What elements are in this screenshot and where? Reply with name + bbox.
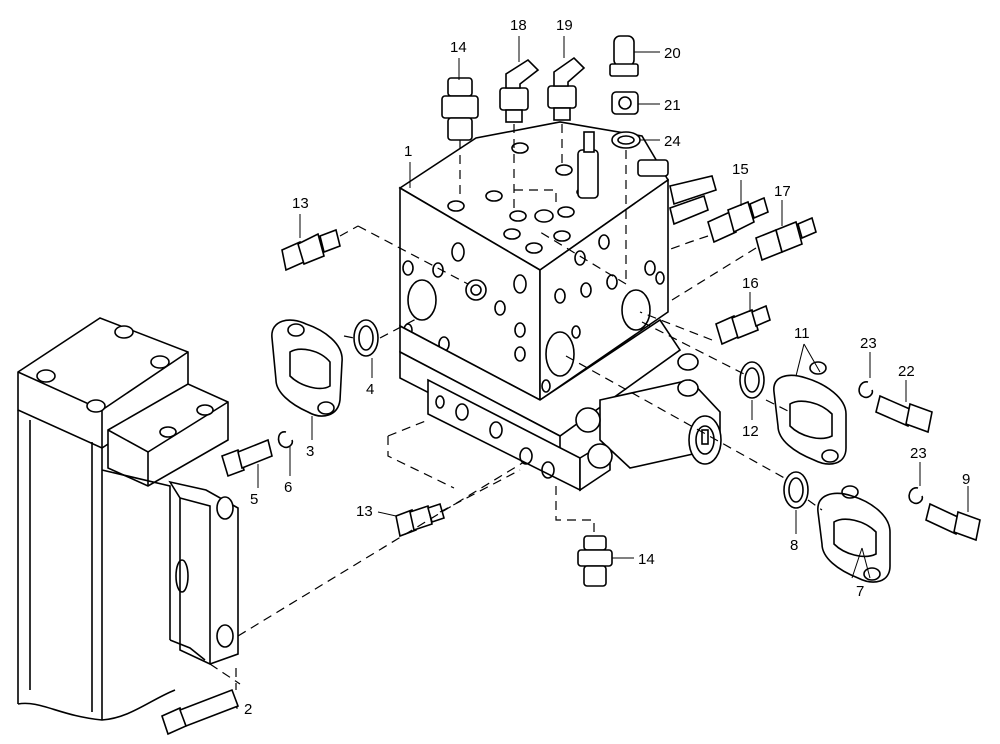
callout-4: 4 bbox=[366, 381, 374, 398]
callout-19: 19 bbox=[556, 17, 573, 34]
callout-17: 17 bbox=[774, 183, 791, 200]
bolt-2 bbox=[161, 688, 240, 736]
flange-clamp-3 bbox=[271, 319, 343, 417]
fitting-14-bottom bbox=[577, 535, 613, 587]
flange-clamp-11 bbox=[773, 361, 847, 465]
callout-16: 16 bbox=[742, 275, 759, 292]
flange-clamp-7 bbox=[817, 485, 891, 583]
fitting-15 bbox=[707, 196, 769, 244]
fitting-16 bbox=[715, 304, 771, 346]
fitting-13-bottom bbox=[395, 502, 445, 538]
o-ring-12 bbox=[739, 361, 765, 399]
assembly-lines bbox=[209, 124, 823, 690]
elbow-fitting-19 bbox=[547, 56, 586, 121]
mounting-bracket bbox=[17, 317, 239, 721]
o-ring-4 bbox=[353, 319, 379, 357]
callout-11: 11 bbox=[794, 325, 810, 342]
callout-9: 9 bbox=[962, 471, 970, 488]
washer-23-top bbox=[858, 381, 874, 399]
callout-1: 1 bbox=[404, 143, 412, 160]
elbow-fitting-18 bbox=[499, 58, 540, 123]
callout-21: 21 bbox=[664, 97, 681, 114]
callout-2: 2 bbox=[244, 701, 252, 718]
valve-block bbox=[398, 121, 722, 492]
callout-13-bottom: 13 bbox=[356, 503, 373, 520]
bolt-5 bbox=[221, 438, 273, 478]
seal-ring-24 bbox=[611, 131, 641, 149]
fitting-13-top bbox=[281, 228, 341, 272]
bolt-9 bbox=[925, 502, 981, 542]
callout-22: 22 bbox=[898, 363, 915, 380]
callout-12: 12 bbox=[742, 423, 759, 440]
washer-6 bbox=[277, 431, 294, 449]
callout-leaders bbox=[236, 36, 969, 709]
callout-14-bottom: 14 bbox=[638, 551, 655, 568]
callout-15: 15 bbox=[732, 161, 749, 178]
callout-14-top: 14 bbox=[450, 39, 467, 56]
callout-13-top: 13 bbox=[292, 195, 309, 212]
callout-18: 18 bbox=[510, 17, 527, 34]
callout-23-bottom: 23 bbox=[910, 445, 927, 462]
callout-3: 3 bbox=[306, 443, 314, 460]
callout-20: 20 bbox=[664, 45, 681, 62]
callout-23-top: 23 bbox=[860, 335, 877, 352]
bolt-22 bbox=[875, 394, 933, 434]
adapter-21 bbox=[611, 91, 639, 115]
callout-5: 5 bbox=[250, 491, 258, 508]
cap-20 bbox=[609, 35, 639, 77]
o-ring-8 bbox=[783, 471, 809, 509]
callout-8: 8 bbox=[790, 537, 798, 554]
fitting-17 bbox=[755, 216, 817, 262]
fitting-14-top bbox=[441, 77, 479, 141]
callout-7: 7 bbox=[856, 583, 864, 600]
callout-24: 24 bbox=[664, 133, 681, 150]
callout-labels: 1 2 3 4 5 6 7 8 9 11 12 13 13 14 14 15 1… bbox=[244, 17, 970, 718]
washer-23-bottom bbox=[908, 487, 924, 505]
callout-6: 6 bbox=[284, 479, 292, 496]
